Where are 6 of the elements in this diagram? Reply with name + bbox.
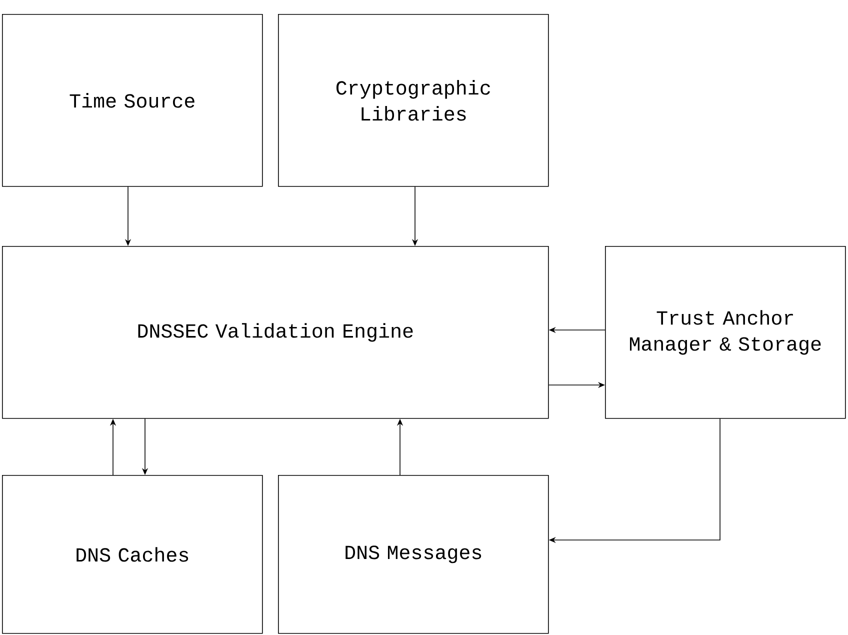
component-box: Cryptographic Libraries <box>278 14 549 187</box>
component-box: Time Source <box>2 14 263 187</box>
component-box: DNSSEC Validation Engine <box>2 246 549 419</box>
component-box: DNS Messages <box>278 475 549 634</box>
component-box: Trust Anchor Manager & Storage <box>605 246 846 419</box>
component-box: DNS Caches <box>2 475 263 634</box>
